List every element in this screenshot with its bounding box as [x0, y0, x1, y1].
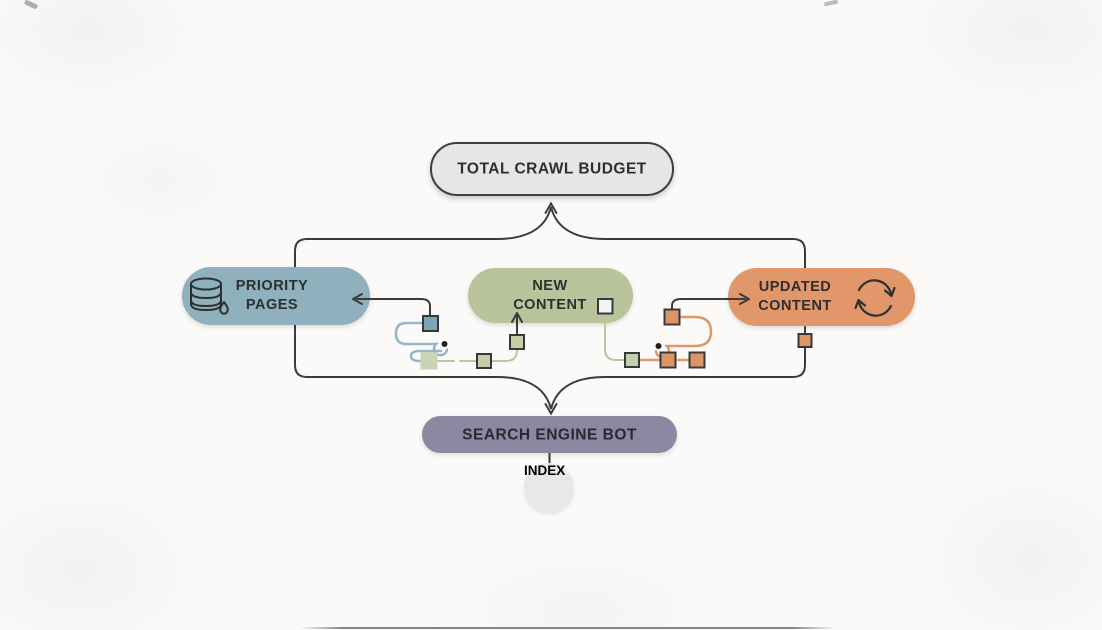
crawl-loop-top: [294, 206, 806, 269]
arrow-up-total-chevron: [544, 201, 558, 214]
node-label: SEARCH ENGINE BOT: [462, 426, 637, 443]
orange-square: [797, 333, 813, 348]
node-search-engine-bot: SEARCH ENGINE BOT: [422, 416, 677, 453]
arrow-down-bot-chevron: [544, 403, 558, 416]
blue-square: [422, 315, 439, 332]
node-updated-content: UPDATED CONTENT: [728, 268, 915, 326]
paper-texture: [880, 0, 1102, 120]
paper-texture: [0, 470, 220, 630]
node-label: INDEX: [524, 463, 566, 478]
blue-squiggle: [394, 321, 449, 357]
sage-square: [476, 353, 492, 369]
sage-square: [509, 334, 525, 350]
node-label: UPDATED CONTENT: [758, 279, 832, 314]
node-index: INDEX: [524, 463, 574, 513]
orange-squiggle-dot: [655, 343, 662, 349]
crawl-loop-bottom: [294, 323, 806, 410]
blue-squiggle-tail: [409, 349, 443, 363]
orange-square: [688, 351, 706, 369]
node-total-crawl-budget: TOTAL CRAWL BUDGET: [430, 142, 674, 196]
paper-texture: [0, 0, 220, 110]
orange-squiggle: [654, 315, 713, 359]
sage-line-2: [491, 349, 518, 362]
node-priority-pages: PRIORITY PAGES: [182, 267, 370, 325]
paper-texture: [60, 120, 260, 240]
node-label: TOTAL CRAWL BUDGET: [457, 160, 647, 178]
blue-squiggle-dot: [441, 341, 448, 347]
sage-square-light: [420, 352, 438, 370]
node-new-content: NEW CONTENT: [468, 268, 633, 323]
paper-texture: [900, 460, 1102, 630]
orange-square: [659, 351, 677, 369]
sage-square: [624, 352, 640, 368]
node-label: NEW CONTENT: [513, 277, 587, 313]
node-label: PRIORITY PAGES: [235, 278, 309, 313]
edge-artifact: [823, 0, 839, 7]
paper-texture: [420, 540, 740, 630]
edge-artifact: [300, 627, 835, 629]
orange-square: [663, 308, 681, 326]
